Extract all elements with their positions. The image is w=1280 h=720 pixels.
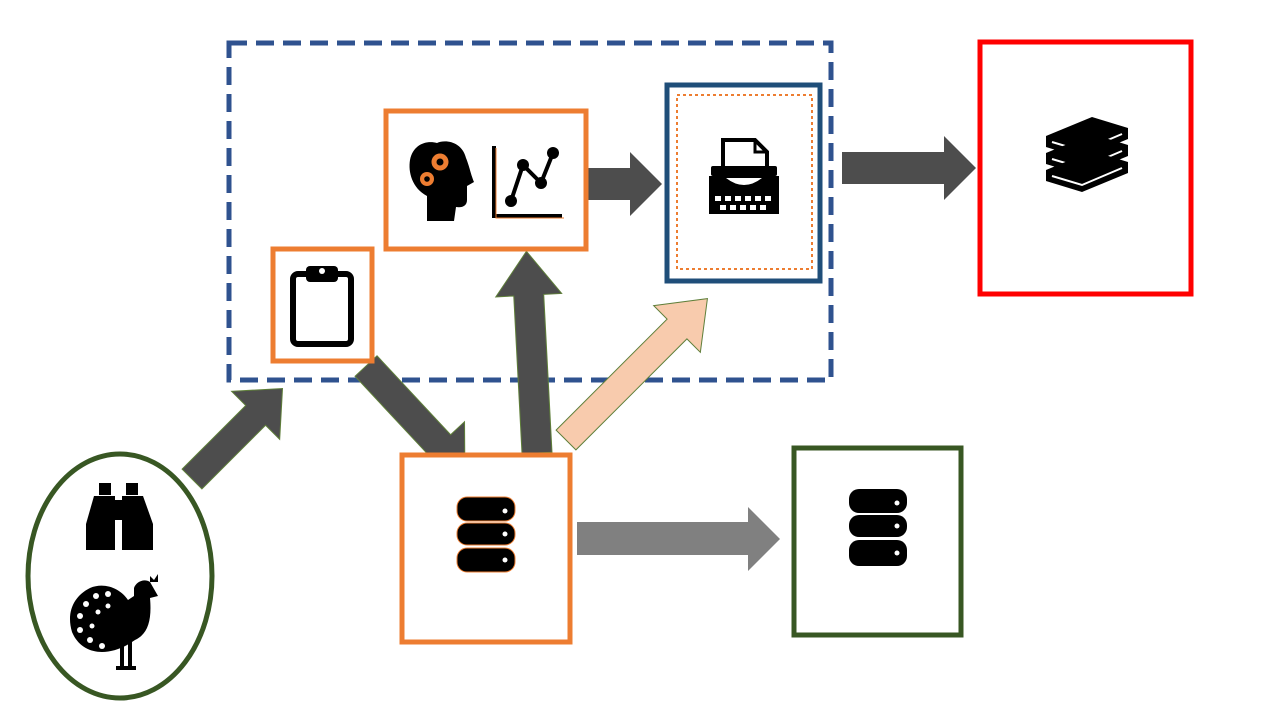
line-chart-icon: [492, 146, 564, 219]
arrow-observer-to-protocol: [181, 387, 284, 490]
binoculars-icon: [86, 483, 153, 550]
database-box: [399, 452, 573, 645]
arrow-database-to-analysis: [494, 250, 563, 455]
archive-box: [791, 445, 964, 638]
observer-ellipse: [25, 451, 215, 701]
peacock-icon: [70, 574, 158, 670]
arrow-database-to-report: [555, 297, 709, 451]
publication-box: [977, 39, 1194, 297]
arrow-report-to-publication: [842, 136, 976, 200]
database-icon: [456, 496, 516, 573]
brain-gears-icon: [409, 141, 474, 221]
report-box: [664, 82, 823, 284]
books-icon: [1046, 117, 1128, 192]
arrow-analysis-to-report: [584, 152, 662, 216]
arrow-database-to-archive: [577, 507, 780, 571]
database-icon: [849, 489, 907, 566]
protocol-box: [270, 246, 375, 364]
analysis-box: [383, 108, 589, 252]
clipboard-icon: [290, 266, 354, 347]
group-boundary: [226, 40, 834, 383]
report-inner-dotted-frame: [676, 94, 813, 270]
typewriter-icon: [709, 138, 779, 214]
